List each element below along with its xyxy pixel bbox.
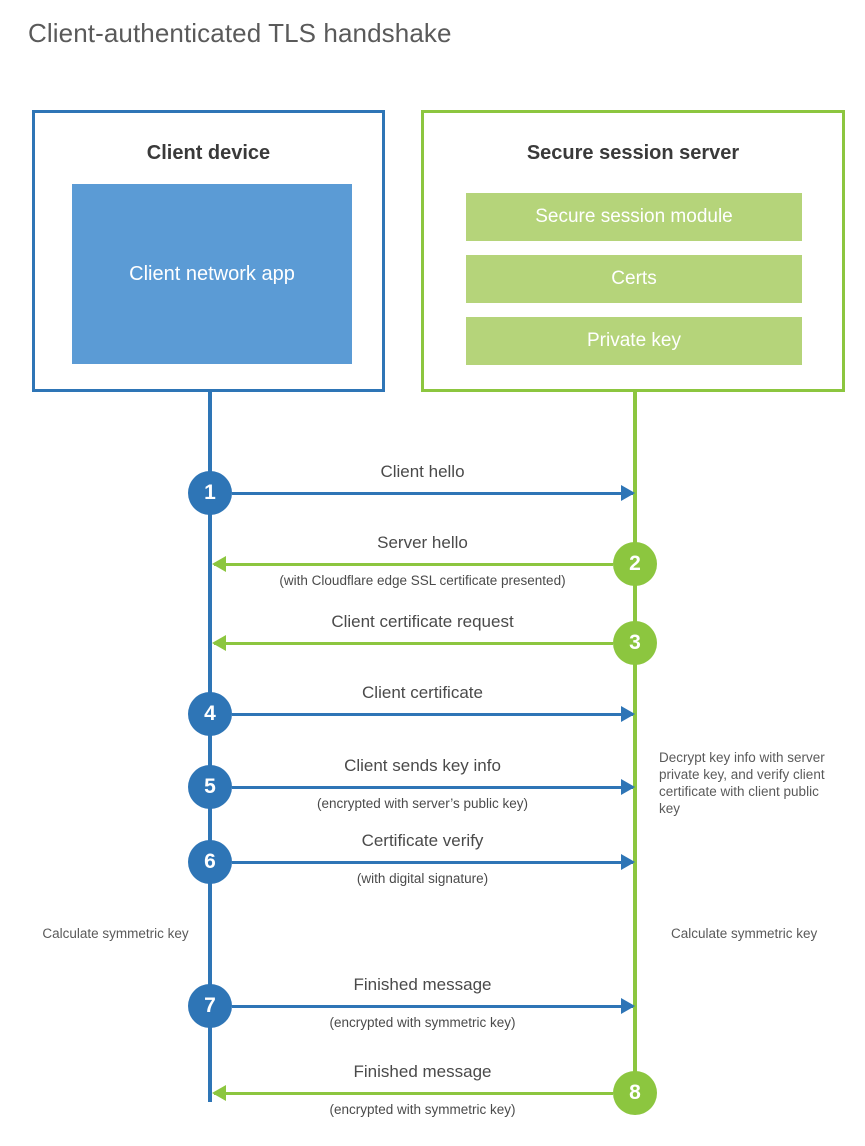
step-2-arrow-head (212, 556, 226, 572)
client-lifeline (208, 392, 212, 1102)
step-2-label: Server hello (377, 533, 468, 552)
step-8-label: Finished message (353, 1062, 492, 1081)
note-server-decrypt: Decrypt key info with server private key… (659, 750, 825, 816)
step-circle-4[interactable]: 4 (188, 692, 232, 736)
step-1-label: Client hello (380, 462, 465, 481)
page-title: Client-authenticated TLS handshake (28, 18, 452, 48)
step-1-arrow-line (232, 492, 633, 495)
step-4-arrow-head (621, 706, 635, 722)
step-7-arrow-line (232, 1005, 633, 1008)
step-7-arrow-head (621, 998, 635, 1014)
step-circle-5[interactable]: 5 (188, 765, 232, 809)
step-4-label: Client certificate (362, 683, 483, 702)
secure-session-server-box: Secure session server Secure session mod… (421, 110, 845, 392)
server-component-secure-session-module: Secure session module (466, 193, 802, 241)
step-5-arrow-line (232, 786, 633, 789)
note-server-calculate-symmetric-key: Calculate symmetric key (671, 926, 818, 941)
client-network-app-block: Client network app (72, 184, 352, 364)
server-component-private-key: Private key (466, 317, 802, 365)
step-8-sublabel: (encrypted with symmetric key) (329, 1102, 516, 1117)
step-6-sublabel: (with digital signature) (356, 871, 489, 886)
note-client-calculate-symmetric-key: Calculate symmetric key (42, 926, 189, 941)
step-1-arrow-head (621, 485, 635, 501)
step-6-label: Certificate verify (361, 831, 484, 850)
server-lifeline (633, 392, 637, 1094)
step-8-arrow-head (212, 1085, 226, 1101)
step-circle-3[interactable]: 3 (613, 621, 657, 665)
secure-session-server-title: Secure session server (526, 142, 740, 164)
step-5-sublabel: (encrypted with server’s public key) (316, 796, 529, 811)
step-circle-1[interactable]: 1 (188, 471, 232, 515)
step-6-arrow-head (621, 854, 635, 870)
step-3-arrow-head (212, 635, 226, 651)
client-device-title: Client device (146, 142, 271, 164)
client-device-box: Client device Client network app (32, 110, 385, 392)
step-7-sublabel: (encrypted with symmetric key) (329, 1015, 516, 1030)
step-3-label: Client certificate request (331, 612, 514, 631)
step-circle-2[interactable]: 2 (613, 542, 657, 586)
step-circle-7[interactable]: 7 (188, 984, 232, 1028)
step-6-arrow-line (232, 861, 633, 864)
step-8-arrow-line (214, 1092, 613, 1095)
step-5-label: Client sends key info (344, 756, 501, 775)
step-4-arrow-line (232, 713, 633, 716)
step-2-arrow-line (214, 563, 613, 566)
step-circle-6[interactable]: 6 (188, 840, 232, 884)
step-3-arrow-line (214, 642, 613, 645)
step-circle-8[interactable]: 8 (613, 1071, 657, 1115)
step-7-label: Finished message (353, 975, 492, 994)
step-5-arrow-head (621, 779, 635, 795)
step-2-sublabel: (with Cloudflare edge SSL certificate pr… (279, 573, 566, 588)
server-component-certs: Certs (466, 255, 802, 303)
